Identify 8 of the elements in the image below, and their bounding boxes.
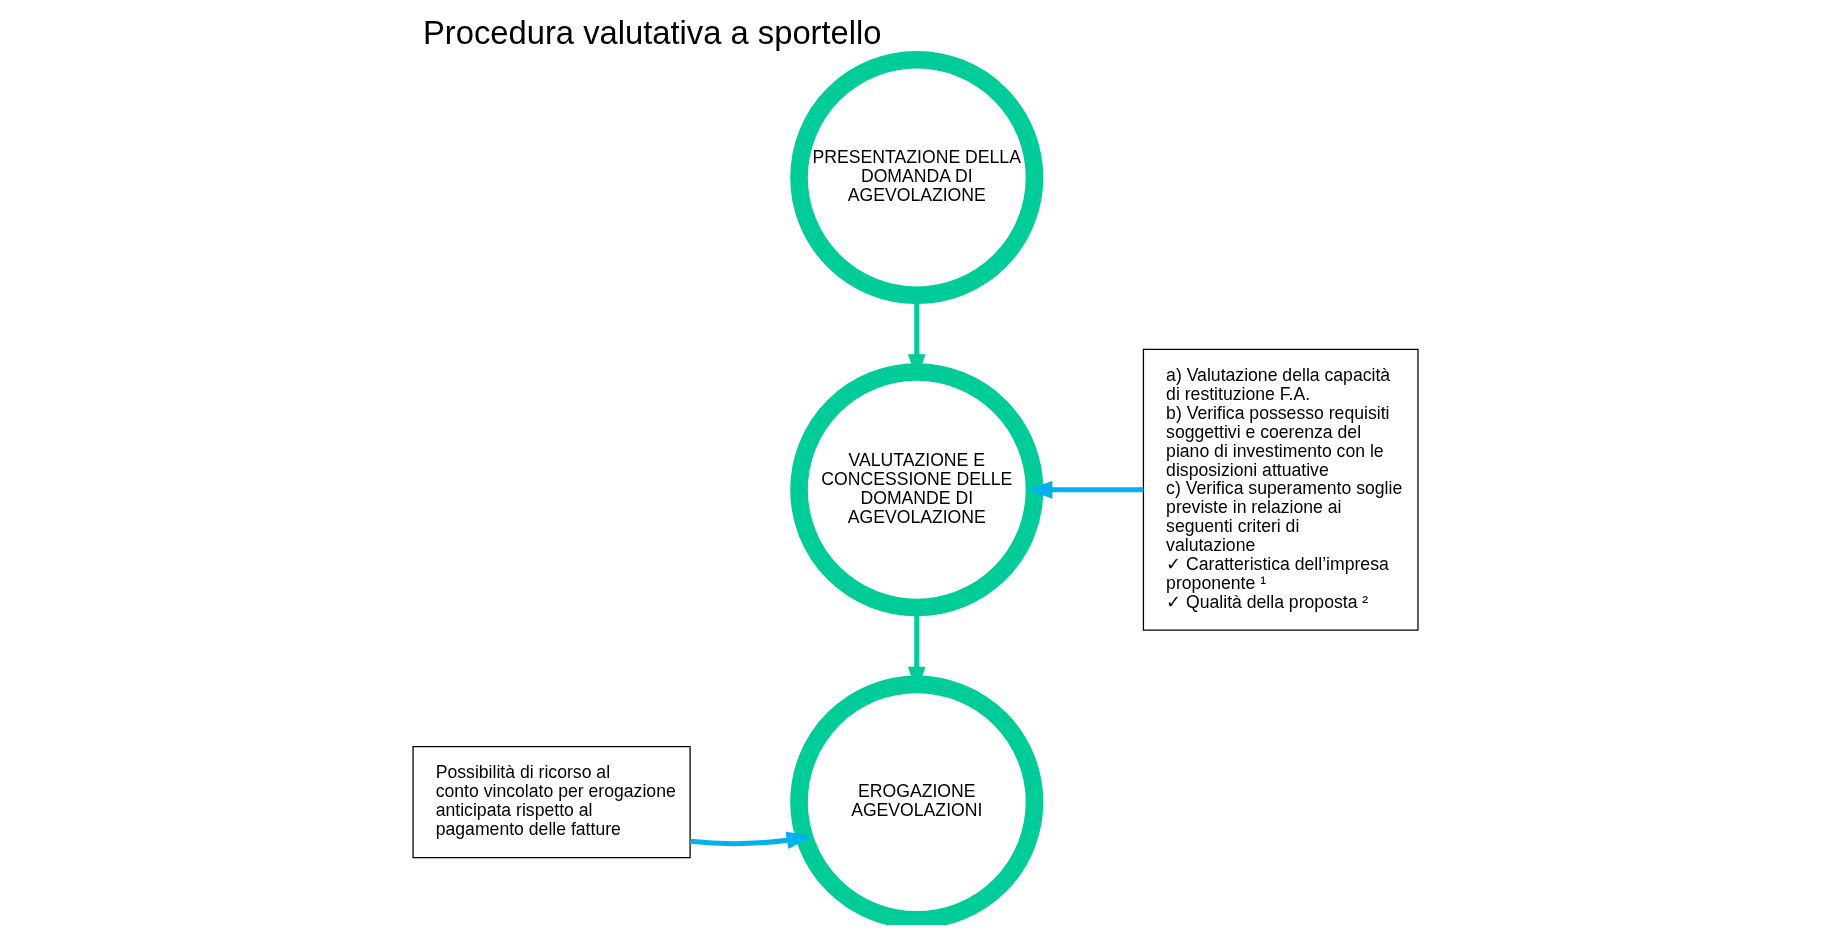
diagram-title: Procedura valutativa a sportello (423, 14, 882, 52)
node-box: a) Valutazione della capacità di restituzione F.A. b) Verifica possesso requisiti soggettivi e coerenza del piano di investimento con le disposizioni attuative c) Verifica superamento soglie previste in relazione ai seguenti criteri di valutazione ✓ Caratteristica dell’impresa proponente ¹ ✓ Qualità della proposta ² (1142, 348, 1419, 631)
arrow (1027, 480, 1144, 499)
node-circle: EROGAZIONE AGEVOLAZIONI (790, 675, 1044, 925)
arrow (690, 831, 812, 849)
node-circle: VALUTAZIONE E CONCESSIONE DELLE DOMANDE DI AGEVOLAZIONE (790, 363, 1044, 617)
node-box: Possibilità di ricorso al conto vincolato per erogazione anticipata rispetto al pagamento delle fatture (412, 746, 691, 859)
node-circle: PRESENTAZIONE DELLA DOMANDA DI AGEVOLAZIONE (790, 50, 1044, 305)
